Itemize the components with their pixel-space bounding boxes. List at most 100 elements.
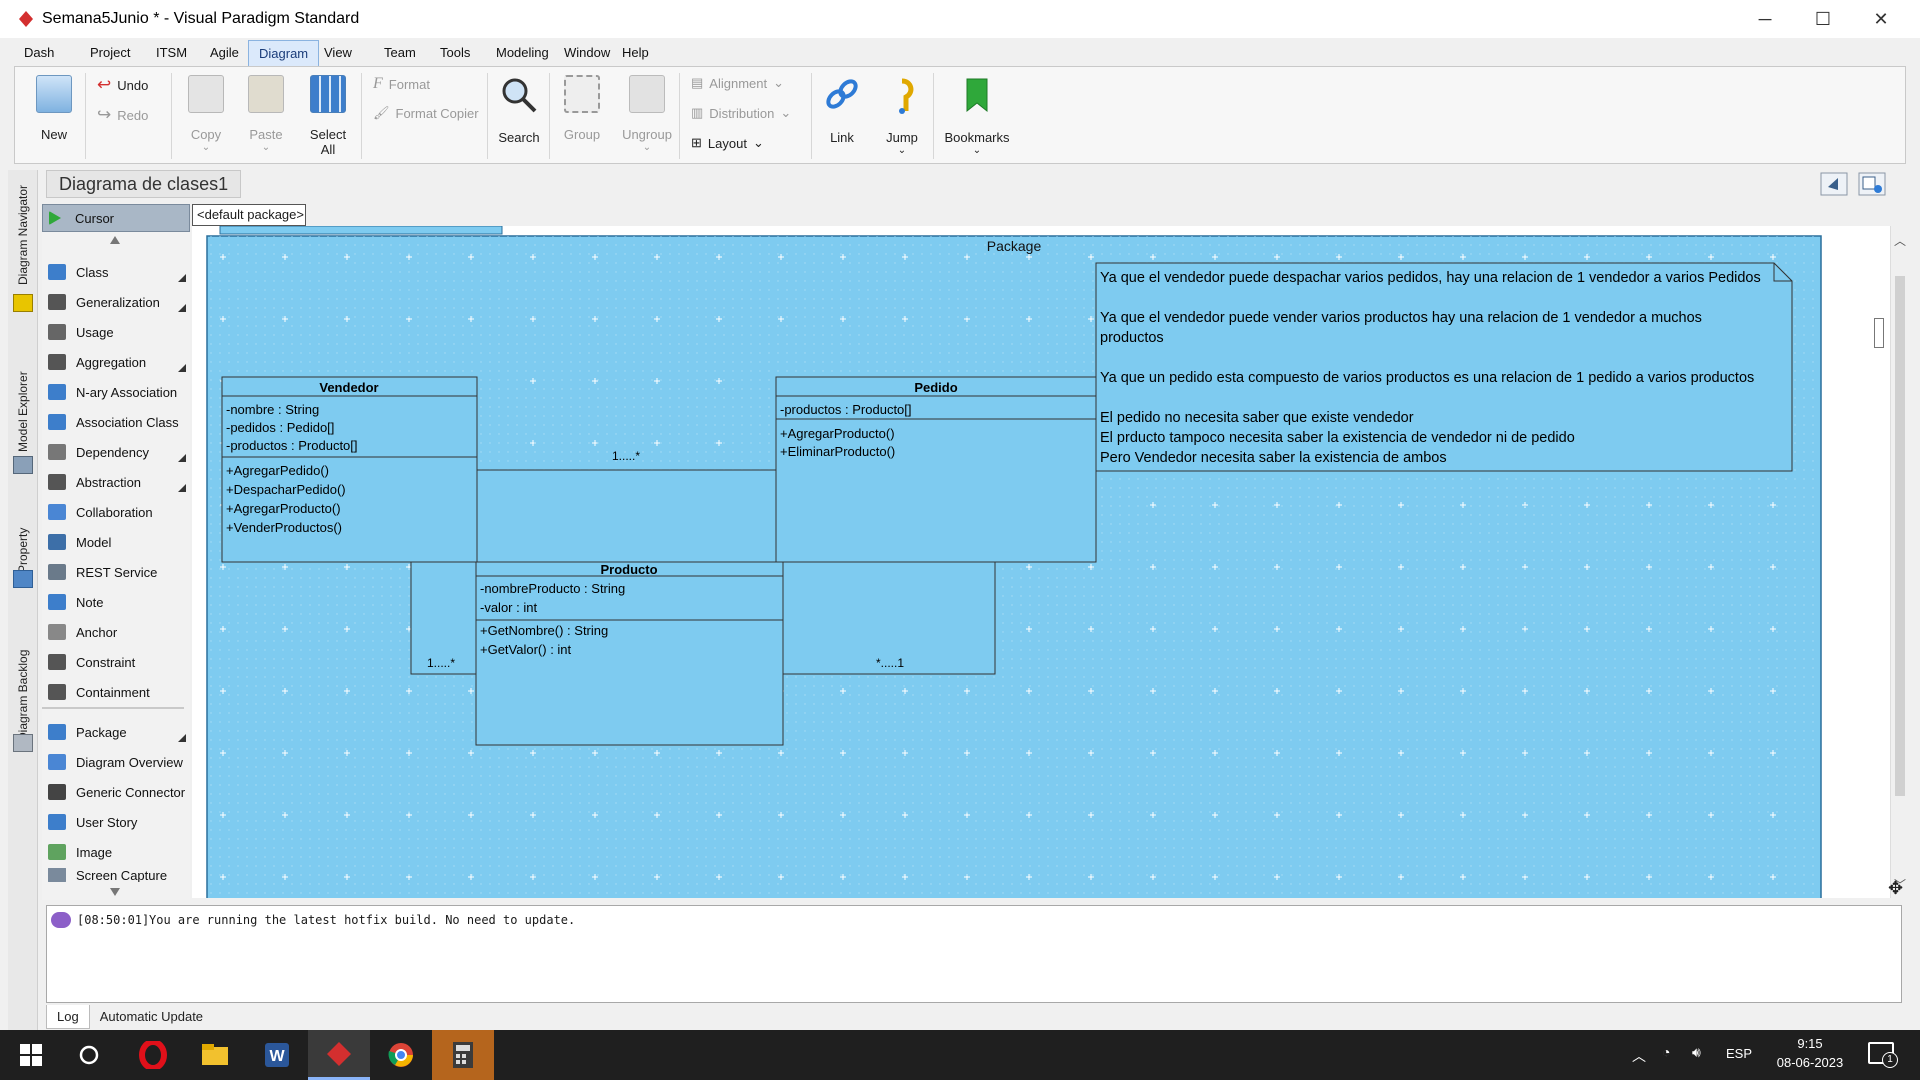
menu-team[interactable]: Team	[384, 45, 416, 60]
model-icon	[48, 534, 66, 550]
palette-image[interactable]: Image	[42, 838, 190, 866]
paste-button[interactable]: Paste ⌄	[241, 75, 291, 153]
start-button[interactable]	[0, 1030, 62, 1080]
visual-paradigm-taskbar-button[interactable]	[308, 1030, 370, 1080]
palette-anchor[interactable]: Anchor	[42, 618, 190, 646]
palette-abstraction[interactable]: Abstraction	[42, 468, 190, 496]
task-view-button[interactable]	[58, 1030, 120, 1080]
menu-itsm[interactable]: ITSM	[156, 45, 188, 60]
bookmarks-button[interactable]: Bookmarks ⌄	[941, 75, 1013, 156]
palette-collaboration[interactable]: Collaboration	[42, 498, 190, 526]
palette-association-class[interactable]: Association Class	[42, 408, 190, 436]
scroll-down-icon[interactable]: ﹀	[1894, 878, 1907, 892]
network-icon[interactable]: ◔	[1662, 1044, 1671, 1060]
diagram-settings-icon[interactable]	[1858, 172, 1886, 196]
menu-window[interactable]: Window	[564, 45, 611, 60]
group-button[interactable]: Group	[557, 75, 607, 142]
palette-class[interactable]: Class	[42, 258, 190, 286]
scroll-thumb[interactable]	[1895, 276, 1905, 796]
show-hidden-icons[interactable]: ︿	[1632, 1048, 1646, 1064]
jump-icon	[899, 78, 914, 114]
opera-taskbar-button[interactable]	[122, 1030, 184, 1080]
jump-button[interactable]: Jump ⌄	[877, 75, 927, 156]
palette-package[interactable]: Package	[42, 718, 190, 746]
palette-aggregation[interactable]: Aggregation	[42, 348, 190, 376]
distribution-button[interactable]: ▥Distribution⌄	[691, 105, 792, 121]
close-button[interactable]: ✕	[1873, 8, 1889, 29]
palette-n-ary-association[interactable]: N-ary Association	[42, 378, 190, 406]
language-indicator[interactable]: ESP	[1726, 1046, 1753, 1061]
chrome-taskbar-button[interactable]	[370, 1030, 432, 1080]
palette-usage[interactable]: Usage	[42, 318, 190, 346]
palette-generalization[interactable]: Generalization	[42, 288, 190, 316]
palette-cursor[interactable]: Cursor	[42, 204, 190, 232]
windows-icon	[20, 1044, 42, 1066]
notification-center-icon[interactable]: 1	[1868, 1042, 1898, 1068]
minimize-button[interactable]: ─	[1758, 8, 1772, 29]
menu-project[interactable]: Project	[90, 45, 131, 60]
breadcrumb[interactable]: Diagrama de clases1	[46, 170, 242, 198]
select-all-button[interactable]: Select All	[301, 75, 355, 157]
search-button[interactable]: Search	[493, 75, 545, 145]
class-vendedor[interactable]: Vendedor -nombre : String -pedidos : Ped…	[221, 376, 478, 563]
note-line-4: Ya que un pedido esta compuesto de vario…	[1100, 370, 1754, 386]
class-producto[interactable]: Producto -nombreProducto : String -valor…	[475, 561, 784, 746]
new-button[interactable]: New	[29, 75, 79, 142]
redo-button[interactable]: ↪Redo	[97, 105, 148, 125]
calculator-taskbar-button[interactable]	[432, 1030, 494, 1080]
palette-dependency-label: Dependency	[76, 444, 149, 460]
alignment-button[interactable]: ▤Alignment⌄	[691, 75, 785, 91]
palette-diagram-overview[interactable]: Diagram Overview	[42, 748, 190, 776]
app-window: Semana5Junio * - Visual Paradigm Standar…	[0, 0, 1920, 1030]
clock-time: 9:15	[1797, 1036, 1823, 1051]
palette-generic-connector[interactable]: Generic Connector	[42, 778, 190, 806]
palette-dependency[interactable]: Dependency	[42, 438, 190, 466]
volume-icon[interactable]: 🔊︎	[1692, 1044, 1701, 1060]
menu-dash[interactable]: Dash	[24, 45, 55, 60]
diagram-canvas[interactable]: Package 1.....* 1.....* *.....1 Vendedor…	[192, 226, 1890, 898]
palette-model[interactable]: Model	[42, 528, 190, 556]
palette-screen-capture[interactable]: Screen Capture	[42, 868, 190, 882]
palette-containment[interactable]: Containment	[42, 678, 190, 706]
menu-help[interactable]: Help	[622, 45, 649, 60]
layout-button[interactable]: ⊞Layout⌄	[691, 135, 764, 151]
maximize-button[interactable]: ☐	[1814, 8, 1832, 29]
default-package-tab[interactable]: <default package>	[192, 204, 306, 226]
association-pedido-producto[interactable]: *.....1	[782, 561, 996, 675]
palette-scroll-up-icon[interactable]	[110, 236, 120, 244]
undo-button[interactable]: ↩Undo	[97, 75, 148, 95]
canvas-vertical-scrollbar[interactable]: ︿ ﹀	[1890, 226, 1908, 898]
link-button[interactable]: Link	[817, 75, 867, 145]
palette-rest-service[interactable]: REST Service	[42, 558, 190, 586]
tab-log[interactable]: Log	[46, 1005, 90, 1029]
menu-tools[interactable]: Tools	[440, 45, 471, 60]
palette-scroll-down-icon[interactable]	[110, 888, 120, 896]
format-copier-button[interactable]: 🖌Format Copier	[373, 105, 479, 121]
dependency-icon	[48, 444, 66, 460]
menu-diagram[interactable]: Diagram	[248, 40, 320, 66]
file-explorer-taskbar-button[interactable]	[184, 1030, 246, 1080]
menu-modeling[interactable]: Modeling	[496, 45, 549, 60]
splitter-handle[interactable]	[1874, 318, 1884, 348]
palette-model-label: Model	[76, 534, 112, 550]
clock[interactable]: 9:15 08-06-2023	[1770, 1036, 1850, 1070]
announcement-icon[interactable]	[1820, 172, 1848, 196]
palette-user-story[interactable]: User Story	[42, 808, 190, 836]
association-vendedor-producto[interactable]: 1.....*	[410, 561, 478, 675]
menu-view[interactable]: View	[324, 45, 352, 60]
note[interactable]: Ya que el vendedor puede despachar vario…	[1095, 262, 1793, 472]
palette-constraint[interactable]: Constraint	[42, 648, 190, 676]
tab-diagram-navigator[interactable]: Diagram Navigator	[16, 184, 30, 286]
copy-button[interactable]: Copy ⌄	[181, 75, 231, 153]
class-diagram[interactable]: Package 1.....* 1.....* *.....1 Vendedor…	[192, 226, 1890, 898]
class-pedido[interactable]: Pedido -productos : Producto[] +AgregarP…	[775, 376, 1097, 563]
ungroup-button[interactable]: Ungroup ⌄	[619, 75, 675, 153]
tab-automatic-update[interactable]: Automatic Update	[99, 1009, 204, 1024]
scroll-up-icon[interactable]: ︿	[1894, 234, 1907, 248]
pan-icon[interactable]: ✥	[1888, 878, 1904, 898]
menu-agile[interactable]: Agile	[210, 45, 239, 60]
tab-model-explorer[interactable]: Model Explorer	[16, 371, 30, 453]
word-taskbar-button[interactable]: W	[246, 1030, 308, 1080]
palette-note[interactable]: Note	[42, 588, 190, 616]
